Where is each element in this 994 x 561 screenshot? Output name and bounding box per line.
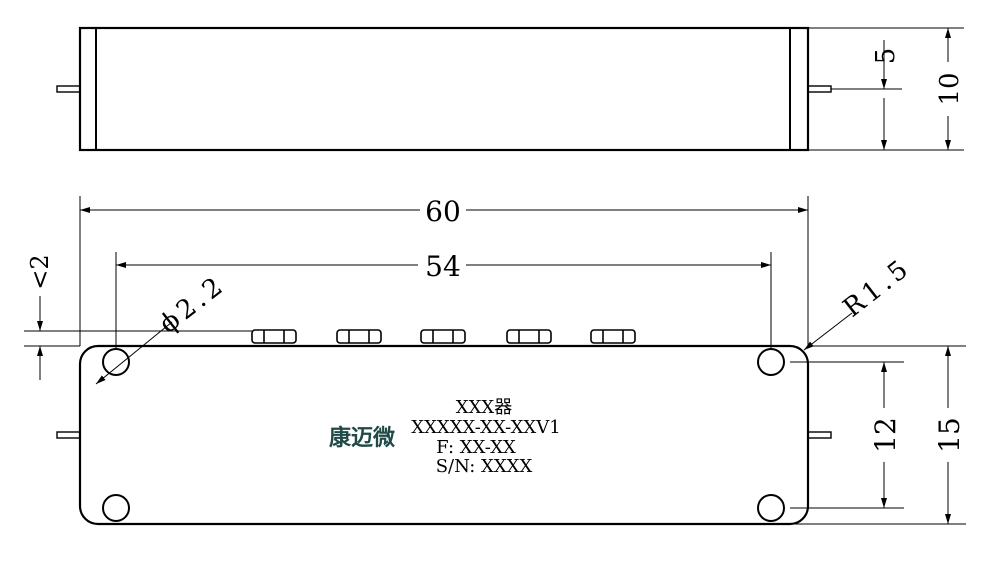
top-pin-right: [807, 431, 832, 439]
label-line-model: XXXXX-XX-XXV1: [411, 417, 560, 438]
connector-2: [336, 329, 382, 344]
dim-line-radius: [803, 312, 853, 351]
dim-label-radius: R1.5: [838, 253, 917, 324]
dim-line-dia: [95, 321, 173, 385]
dim-label-diameter: ϕ2.2: [154, 270, 232, 340]
connector-3: [420, 329, 466, 344]
side-pin-left: [56, 85, 81, 93]
company-logo: 康迈微: [329, 425, 395, 451]
dim-label-12: 12: [869, 417, 902, 453]
side-body: [78, 26, 810, 152]
mount-hole-bottom-left: [102, 494, 130, 522]
connector-4: [506, 329, 552, 344]
top-view: [24, 196, 966, 526]
label-line-frequency: F: XX-XX: [436, 437, 516, 458]
mount-hole-top-left: [102, 348, 130, 376]
dim-label-5: 5: [871, 48, 901, 65]
label-line-serial: S/N: XXXX: [436, 456, 533, 477]
mount-hole-bottom-right: [757, 494, 785, 522]
dim-label-54: 54: [425, 250, 461, 283]
dim-label-15: 15: [933, 417, 966, 453]
dim-label-lt2: <2: [26, 254, 54, 289]
dim-label-10: 10: [935, 72, 965, 105]
dim-label-60: 60: [425, 195, 461, 228]
top-pin-left: [56, 431, 81, 439]
label-line-product: XXX器: [456, 397, 512, 418]
connector-1: [251, 329, 297, 344]
side-view: [56, 26, 964, 152]
side-pin-right: [807, 85, 832, 93]
connector-5: [590, 329, 636, 344]
product-label: XXX器 XXXXX-XX-XXV1 F: XX-XX S/N: XXXX: [411, 397, 560, 477]
mount-hole-top-right: [757, 348, 785, 376]
